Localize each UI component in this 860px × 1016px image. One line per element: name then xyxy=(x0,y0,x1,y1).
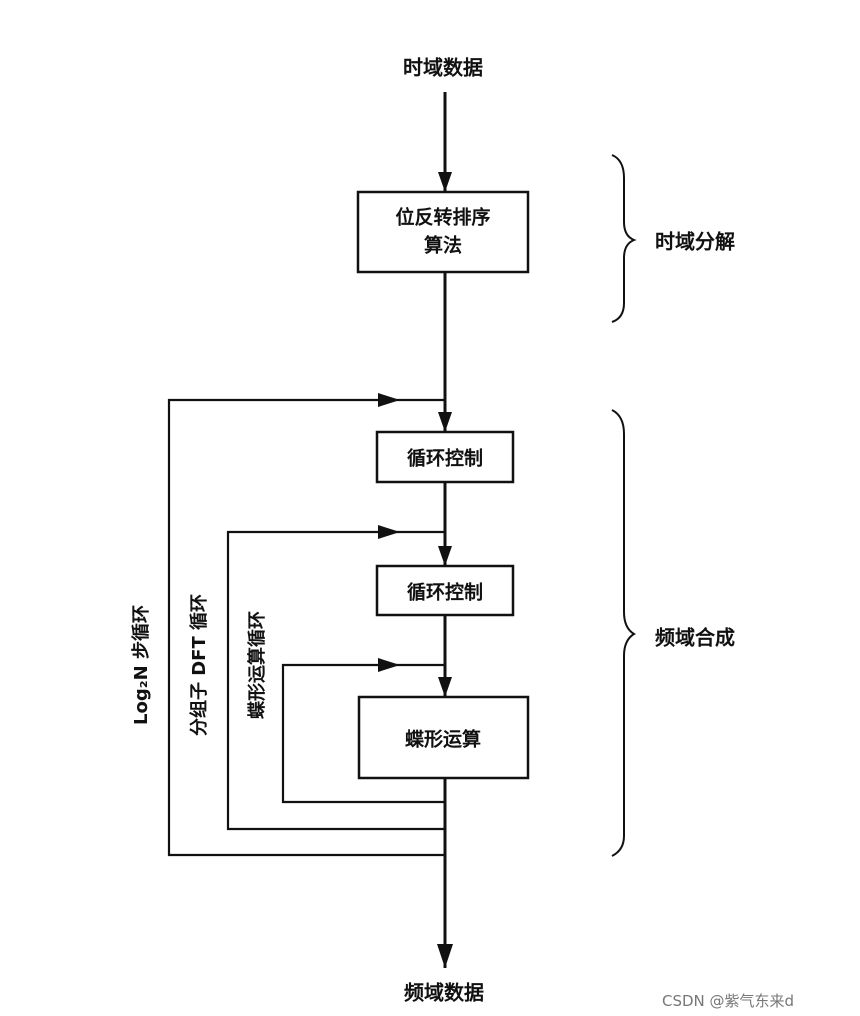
loop-control-inner-label: 循环控制 xyxy=(406,581,484,604)
arrow-into-bit-reverse xyxy=(438,172,452,192)
outer-loop-arrow xyxy=(378,393,400,407)
bit-reverse-label: 位反转排序 算法 xyxy=(395,204,490,259)
loop-control-inner-box xyxy=(375,564,515,617)
arrow-into-butterfly xyxy=(438,677,452,697)
butterfly-box xyxy=(357,695,530,780)
time-decomposition-label: 时域分解 xyxy=(655,229,735,254)
inner-loop-label: 蝶形运算循环 xyxy=(247,611,268,719)
inner-loop-path xyxy=(281,663,445,804)
outer-loop-path xyxy=(167,398,445,857)
middle-loop-path xyxy=(226,530,445,831)
loop-control-outer-box xyxy=(375,430,515,484)
bit-reverse-box xyxy=(356,190,530,274)
butterfly-label: 蝶形运算 xyxy=(404,728,482,751)
time-decomposition-brace xyxy=(611,154,637,323)
bit-reverse-label-line2: 算法 xyxy=(423,234,463,256)
frequency-synthesis-brace xyxy=(611,409,636,857)
bit-reverse-label-line1: 位反转排序 xyxy=(395,206,491,229)
arrow-output xyxy=(437,944,453,968)
loop-control-outer-label: 循环控制 xyxy=(406,447,484,470)
frequency-synthesis-label: 频域合成 xyxy=(655,625,735,650)
inner-loop-arrow xyxy=(378,658,400,672)
arrow-into-loop-control-inner xyxy=(438,546,452,566)
arrow-into-loop-control-outer xyxy=(438,412,452,432)
outer-loop-label: Log₂N 步循环 xyxy=(131,605,152,725)
output-label: 频域数据 xyxy=(404,980,484,1005)
watermark: CSDN @紫气东来d xyxy=(662,992,795,1010)
middle-loop-label: 分组子 DFT 循环 xyxy=(189,593,210,737)
input-label: 时域数据 xyxy=(403,55,483,80)
middle-loop-arrow xyxy=(378,525,400,539)
